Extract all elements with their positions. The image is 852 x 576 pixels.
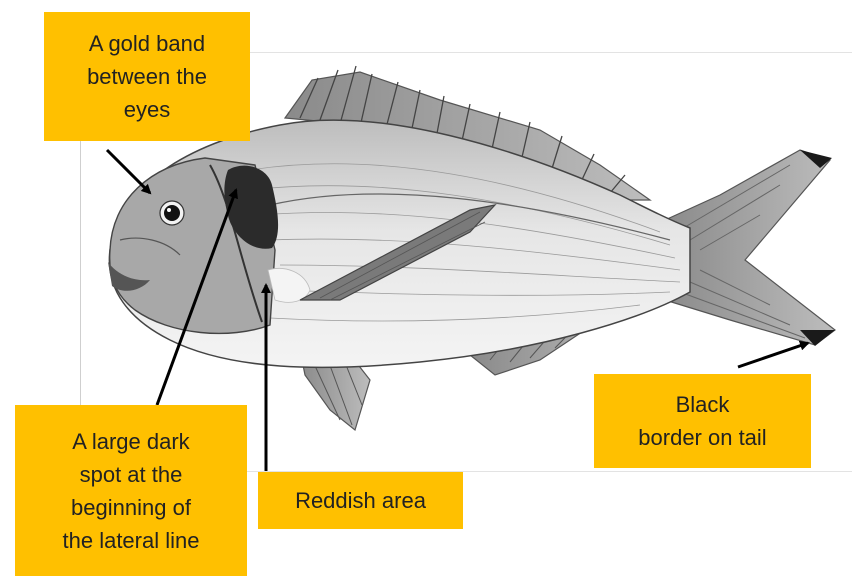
label-reddish-area: Reddish area <box>258 472 463 529</box>
arrow-tail-border <box>738 343 808 367</box>
fish-eye <box>160 201 184 225</box>
label-gold-band: A gold band between the eyes <box>44 12 250 141</box>
arrow-gold-band <box>107 150 150 193</box>
label-dark-spot: A large dark spot at the beginning of th… <box>15 405 247 576</box>
label-tail-border: Black border on tail <box>594 374 811 468</box>
